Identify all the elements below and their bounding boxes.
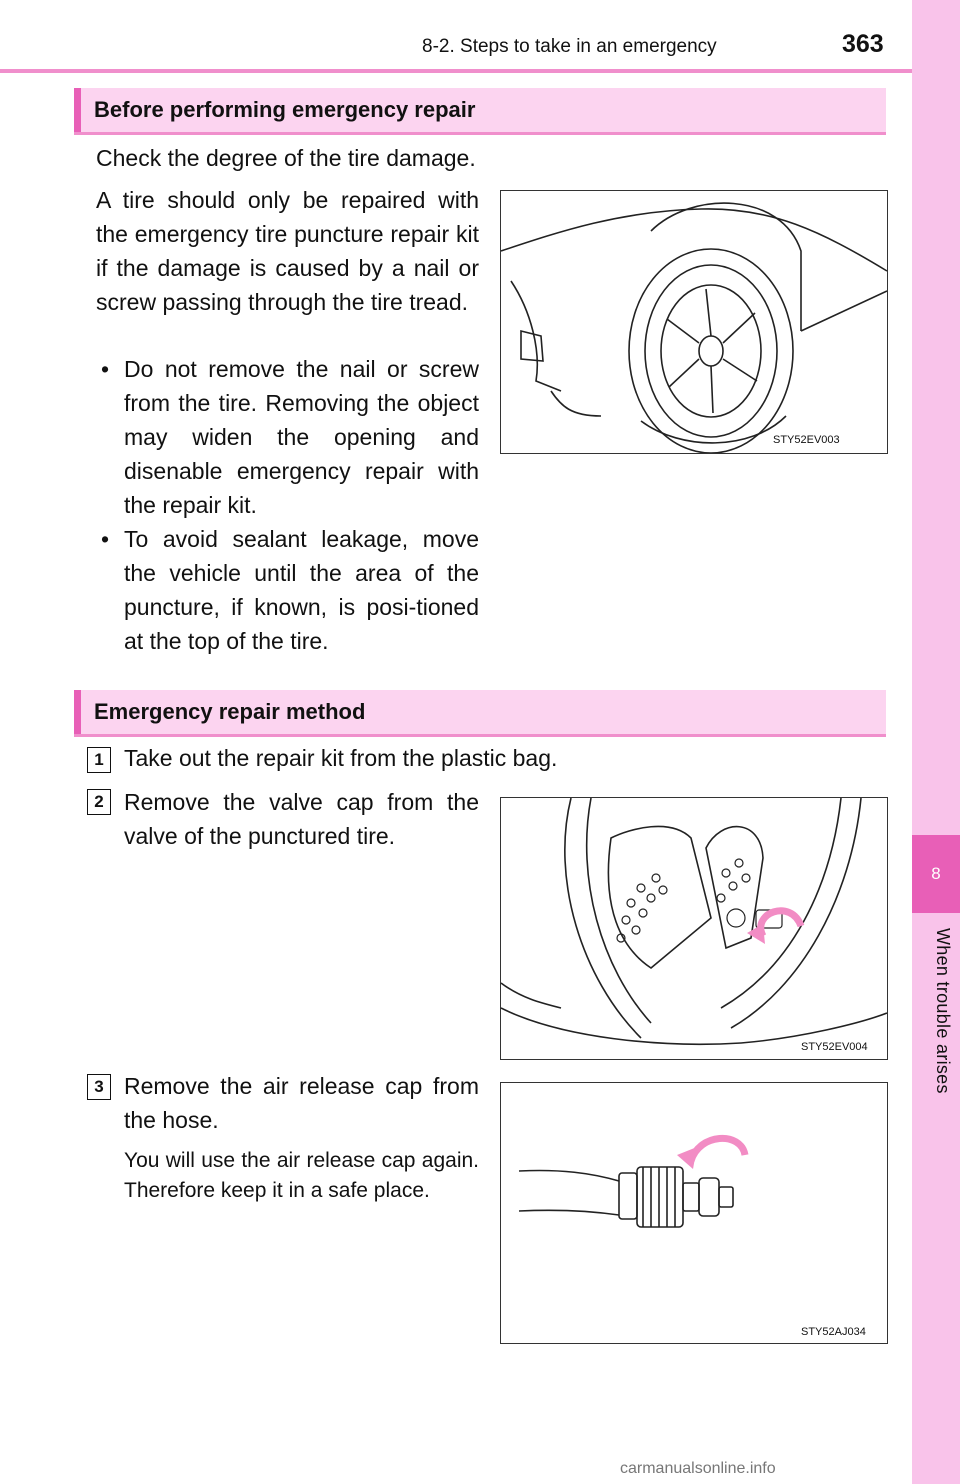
figure-code: STY52AJ034	[801, 1326, 866, 1338]
section-heading-text: Emergency repair method	[94, 699, 366, 724]
bullet-mark: •	[101, 526, 110, 552]
flat-tire-drawing: STY52EV003	[501, 202, 887, 453]
step-text: Remove the air release cap from the hose…	[124, 1073, 479, 1133]
bullet-item: • To avoid sealant leakage, move the veh…	[101, 522, 479, 658]
bullet-text: Do not remove the nail or screw from the…	[124, 356, 479, 518]
chapter-title: When trouble arises	[933, 928, 953, 1094]
flat-tire-illustration: STY52EV003	[500, 190, 888, 454]
air-release-cap-illustration: STY52AJ034	[500, 1082, 888, 1344]
page-number: 363	[842, 30, 884, 58]
header-section-title: 8-2. Steps to take in an emergency	[422, 36, 717, 57]
valve-cap-drawing: STY52EV004	[501, 798, 887, 1053]
section-heading-repair-method: Emergency repair method	[74, 690, 886, 737]
bullet-text: To avoid sealant leakage, move the vehic…	[124, 526, 479, 654]
chapter-number: 8	[931, 864, 941, 883]
step-note: You will use the air release cap again. …	[124, 1149, 479, 1202]
step-number: 3	[87, 1074, 111, 1100]
intro-text: Check the degree of the tire damage.	[96, 145, 476, 171]
bullet-item: • Do not remove the nail or screw from t…	[101, 352, 479, 522]
step-number: 2	[87, 789, 111, 815]
step-text: Take out the repair kit from the plastic…	[124, 745, 558, 771]
step-number: 1	[87, 747, 111, 773]
bullet-mark: •	[101, 356, 110, 382]
step-text: Remove the valve cap from the valve of t…	[124, 789, 479, 849]
section-heading-before-repair: Before performing emergency repair	[74, 88, 886, 135]
chapter-number-badge: 8	[912, 835, 960, 913]
figure-code: STY52EV004	[801, 1041, 868, 1053]
section-heading-text: Before performing emergency repair	[94, 97, 476, 122]
air-release-cap-drawing: STY52AJ034	[518, 1135, 866, 1338]
repair-condition-paragraph: A tire should only be repaired with the …	[96, 187, 479, 315]
figure-code: STY52EV003	[773, 434, 840, 446]
valve-cap-illustration: STY52EV004	[500, 797, 888, 1060]
watermark: carmanualsonline.info	[620, 1460, 776, 1477]
header-rule	[0, 69, 912, 73]
chapter-side-tab	[912, 0, 960, 1484]
